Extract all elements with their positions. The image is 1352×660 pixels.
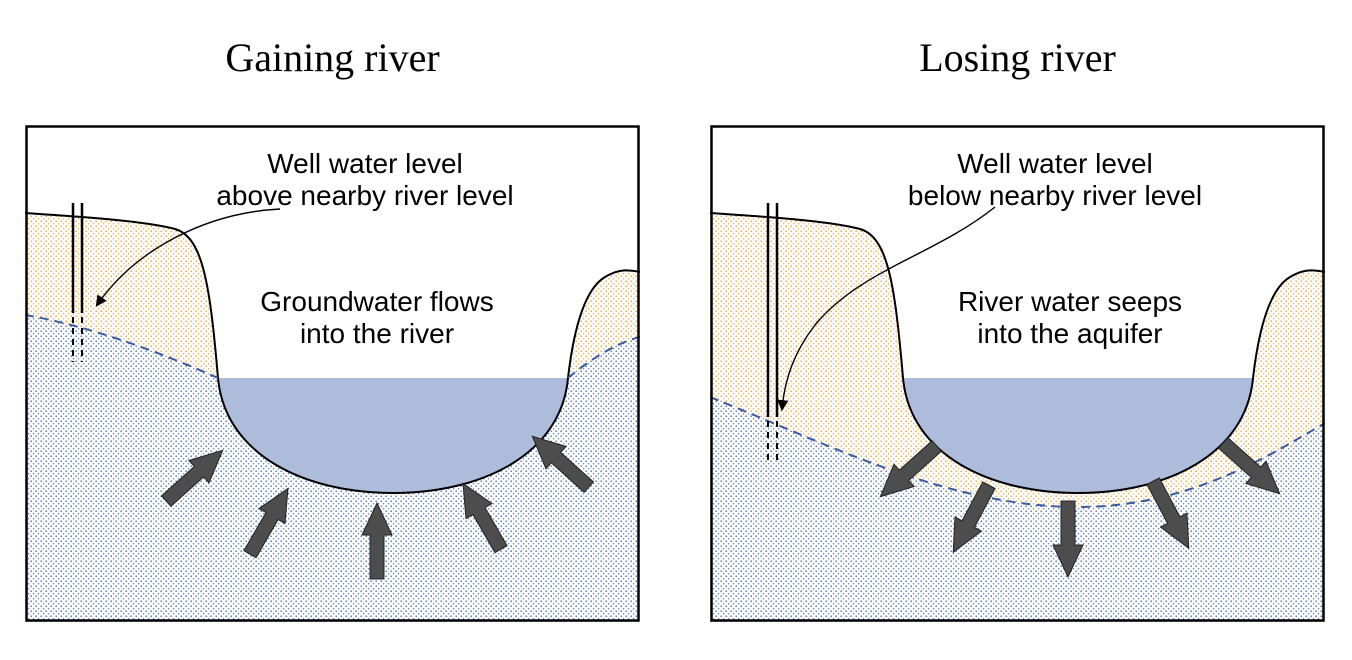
well-label-line2: above nearby river level: [216, 180, 513, 211]
losing-river-panel: Well water level below nearby river leve…: [710, 125, 1325, 622]
river-water: [218, 378, 568, 493]
panel-border: [710, 125, 1325, 622]
observation-well: [71, 203, 84, 362]
ground-surface-line: [25, 212, 640, 495]
flow-arrow: [879, 440, 943, 498]
well-label-line2: below nearby river level: [908, 180, 1202, 211]
unsaturated-zone-right-bank: [568, 270, 640, 378]
flow-arrows-into-river: [160, 435, 595, 580]
ground-surface-line: [710, 212, 1325, 495]
flow-label-line2: into the aquifer: [977, 318, 1162, 349]
gaining-river-title: Gaining river: [225, 35, 440, 80]
leader-line: [95, 208, 281, 307]
flow-arrow: [1217, 437, 1281, 495]
water-table-line: [25, 314, 640, 379]
flow-arrow: [952, 481, 996, 554]
river-water: [903, 378, 1253, 493]
flow-arrows-into-aquifer: [879, 437, 1281, 579]
losing-river-title: Losing river: [919, 35, 1116, 80]
well-label-line1: Well water level: [957, 148, 1153, 179]
flow-arrow: [243, 487, 289, 559]
saturated-zone: [710, 397, 1325, 622]
well-label-line1: Well water level: [267, 148, 463, 179]
observation-well: [766, 203, 779, 460]
flow-arrow: [361, 501, 393, 580]
gaining-river-panel: Well water level above nearby river leve…: [25, 125, 640, 622]
unsaturated-zone: [710, 213, 1325, 507]
flow-arrow: [160, 449, 224, 507]
flow-arrow: [462, 482, 508, 554]
flow-label-line2: into the river: [300, 318, 454, 349]
flow-arrow: [1052, 500, 1084, 579]
leader-line: [777, 206, 996, 412]
flow-label-line1: River water seeps: [958, 286, 1182, 317]
flow-label-line1: Groundwater flows: [260, 286, 493, 317]
flow-arrow: [531, 435, 595, 493]
flow-arrow: [1146, 477, 1190, 550]
saturated-zone: [25, 315, 640, 622]
panel-border: [25, 125, 640, 622]
